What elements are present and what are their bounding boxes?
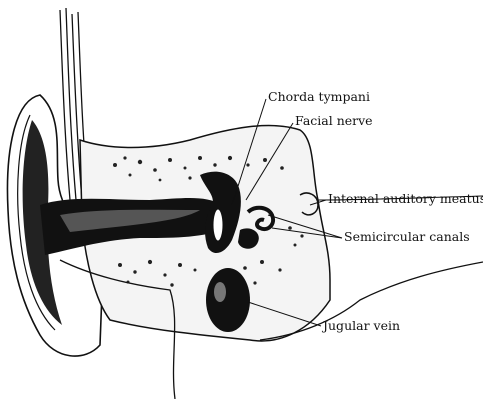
label-jugular-vein: Jugular vein bbox=[323, 320, 400, 333]
jugular-vein-shape bbox=[206, 268, 250, 332]
label-semicircular-canals: Semicircular canals bbox=[344, 231, 470, 244]
tympanic-membrane bbox=[213, 209, 223, 241]
label-chorda-tympani: Chorda tympani bbox=[268, 91, 370, 104]
label-internal-auditory-meatus: Internal auditory meatus bbox=[328, 193, 483, 206]
label-facial-nerve: Facial nerve bbox=[295, 115, 373, 128]
jugular-vein-highlight bbox=[214, 282, 226, 302]
